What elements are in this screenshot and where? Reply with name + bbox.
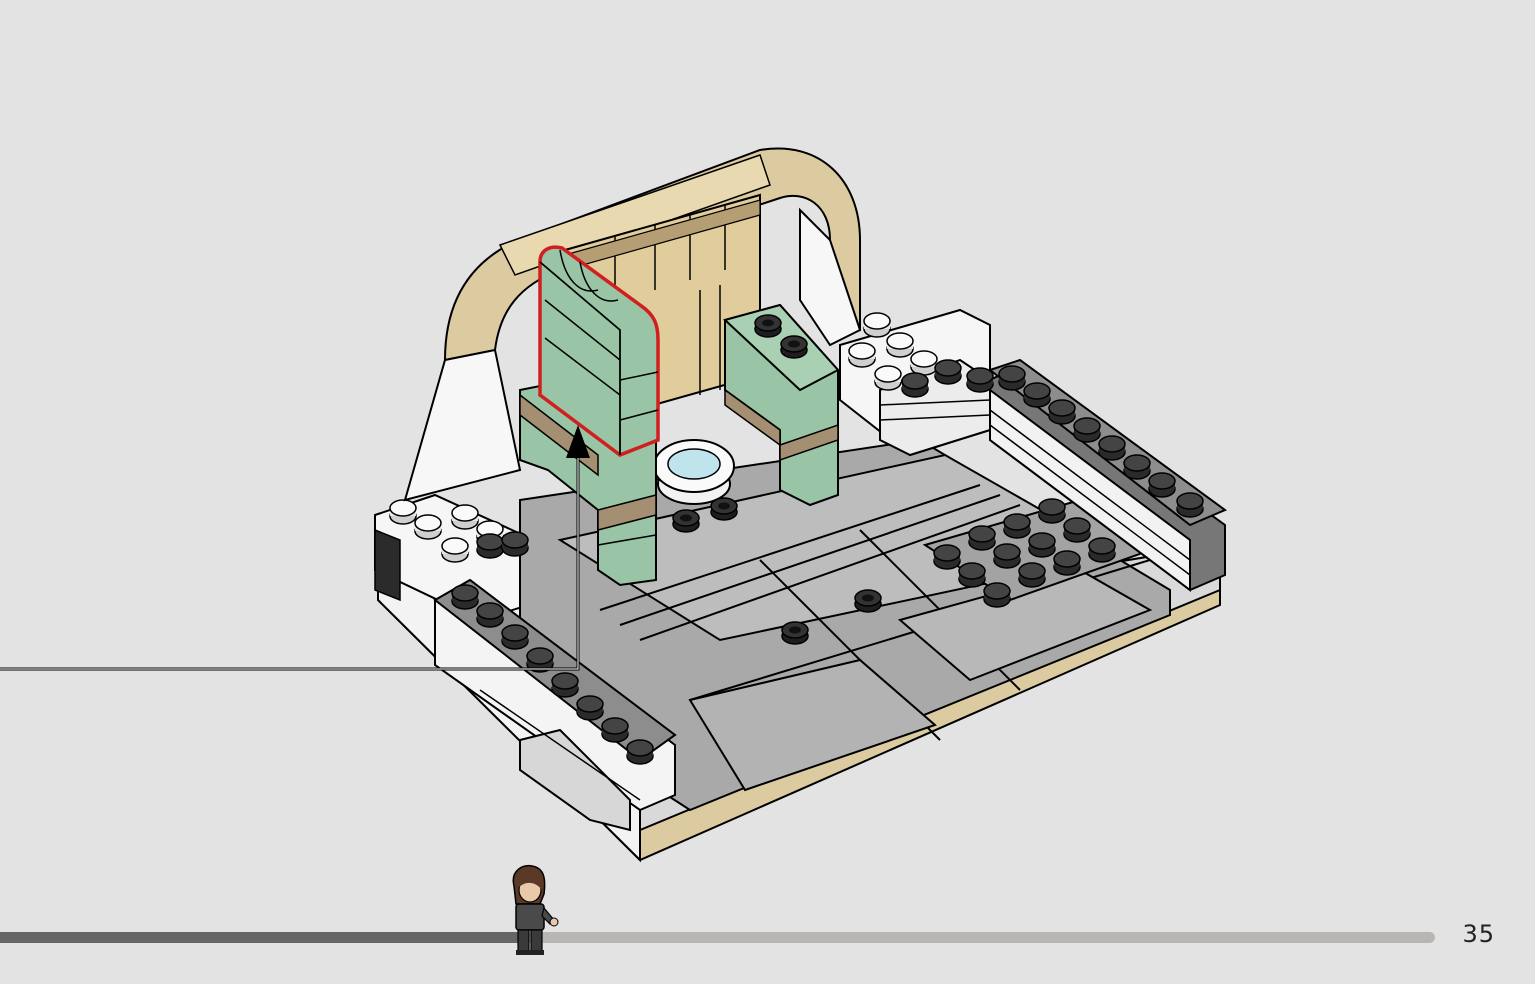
white-back-wall xyxy=(403,207,862,502)
page-number: 35 xyxy=(1462,920,1495,948)
right-green-pillar xyxy=(723,303,840,507)
right-white-step xyxy=(839,308,994,457)
right-wall-bricks xyxy=(987,358,1228,592)
minifigure-icon xyxy=(512,864,559,955)
progress-track xyxy=(0,932,1435,943)
toilet xyxy=(653,439,738,533)
progress-fill xyxy=(0,932,524,943)
highlighted-green-brick xyxy=(538,245,660,457)
callout-arrow xyxy=(0,425,590,671)
arrow-up-icon xyxy=(566,425,590,458)
